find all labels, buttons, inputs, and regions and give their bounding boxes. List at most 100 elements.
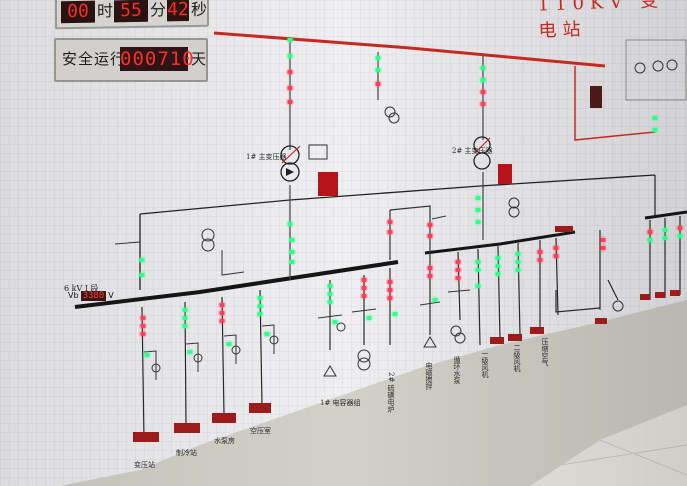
- bus-label: 6 kV I 段: [64, 284, 99, 293]
- indicator-glow: [426, 232, 434, 240]
- bus-voltage-unit: V: [108, 291, 114, 300]
- indicator-glow: [454, 266, 462, 274]
- indicator-glow: [139, 330, 147, 338]
- indicator-glow: [676, 224, 684, 232]
- red-indicator-lamp: [361, 294, 367, 298]
- transformer-1-label: 1# 主变压器: [246, 153, 287, 161]
- green-indicator-lamp: [662, 228, 668, 232]
- red-indicator-lamp: [361, 278, 367, 282]
- green-indicator-lamp: [480, 66, 486, 70]
- safe-operation-day-unit: 天: [191, 50, 207, 68]
- indicator-glow: [426, 264, 434, 272]
- indicator-glow: [426, 272, 434, 280]
- green-indicator-lamp: [226, 342, 232, 346]
- transformer-2-label: 2# 主变压器: [452, 147, 493, 155]
- green-indicator-lamp: [515, 252, 521, 256]
- indicator-glow: [474, 282, 482, 290]
- green-indicator-lamp: [264, 332, 270, 336]
- indicator-glow: [288, 248, 296, 256]
- 6kv-bus-1: [74, 260, 399, 309]
- indicator-glow: [661, 234, 669, 242]
- feeder-label-3: 水泵房: [214, 437, 235, 445]
- indicator-glow: [181, 314, 189, 322]
- red-indicator-lamp: [677, 226, 683, 230]
- green-indicator-lamp: [475, 260, 481, 264]
- red-indicator-lamp: [427, 223, 433, 227]
- indicator-glow: [256, 302, 264, 310]
- indicator-glow: [552, 244, 560, 252]
- indicator-glow: [326, 290, 334, 298]
- red-indicator-lamp: [287, 70, 293, 74]
- green-indicator-lamp: [289, 238, 295, 242]
- indicator-glow: [552, 252, 560, 260]
- indicator-glow: [514, 266, 522, 274]
- red-indicator-lamp: [387, 280, 393, 284]
- indicator-glow: [288, 236, 296, 244]
- indicator-glow: [661, 226, 669, 234]
- indicator-glow: [386, 228, 394, 236]
- safe-operation-counter: 安全运行 000710 天: [54, 38, 208, 82]
- indicator-glow: [286, 220, 294, 228]
- red-indicator-lamp: [427, 234, 433, 238]
- green-indicator-lamp: [144, 353, 150, 357]
- indicator-glow: [494, 270, 502, 278]
- indicator-glow: [479, 100, 487, 108]
- feeder-label-1: 变压站: [134, 461, 155, 469]
- red-indicator-lamp: [427, 274, 433, 278]
- indicator-glow: [386, 218, 394, 226]
- green-indicator-lamp: [475, 284, 481, 288]
- indicator-glow: [391, 310, 399, 318]
- indicator-glow: [263, 330, 271, 338]
- feeder-label-5: 1# 电容器组: [320, 399, 361, 407]
- red-indicator-lamp: [387, 220, 393, 224]
- indicator-glow: [646, 236, 654, 244]
- red-indicator-lamp: [219, 311, 225, 315]
- green-indicator-lamp: [182, 324, 188, 328]
- green-indicator-lamp: [327, 284, 333, 288]
- red-indicator-lamp: [427, 266, 433, 270]
- green-indicator-lamp: [677, 234, 683, 238]
- green-indicator-lamp: [495, 256, 501, 260]
- green-indicator-lamp: [480, 78, 486, 82]
- indicator-glow: [360, 276, 368, 284]
- green-indicator-lamp: [662, 236, 668, 240]
- indicator-glow: [225, 340, 233, 348]
- clock-second-unit: 秒: [191, 0, 208, 19]
- indicator-glow: [474, 218, 482, 226]
- clock-seconds: 42: [167, 0, 189, 22]
- red-indicator-lamp: [455, 260, 461, 264]
- indicator-glow: [286, 98, 294, 106]
- indicator-glow: [374, 66, 382, 74]
- indicator-glow: [331, 318, 339, 326]
- feeder-meters: [133, 226, 680, 442]
- red-indicator-lamp: [375, 82, 381, 86]
- green-indicator-lamp: [287, 222, 293, 226]
- green-indicator-lamp: [139, 258, 145, 262]
- indicator-glow: [139, 314, 147, 322]
- green-indicator-lamp: [495, 272, 501, 276]
- red-indicator-lamp: [140, 316, 146, 320]
- red-indicator-lamp: [140, 332, 146, 336]
- indicator-glow: [256, 310, 264, 318]
- indicator-glow: [365, 314, 373, 322]
- indicator-glow: [676, 232, 684, 240]
- red-indicator-lamp: [480, 90, 486, 94]
- red-indicator-lamp: [219, 303, 225, 307]
- indicator-glow: [288, 258, 296, 266]
- indicator-glow: [479, 88, 487, 96]
- green-indicator-lamp: [327, 300, 333, 304]
- indicator-glow: [479, 76, 487, 84]
- substation-title: 110KV 变电站: [537, 0, 665, 42]
- clock-hours: 00: [61, 0, 95, 24]
- green-indicator-lamp: [289, 260, 295, 264]
- indicator-glow: [360, 292, 368, 300]
- indicator-glow: [256, 294, 264, 302]
- red-indicator-lamp: [553, 246, 559, 250]
- green-indicator-lamp: [287, 38, 293, 42]
- green-indicator-lamp: [375, 68, 381, 72]
- red-indicator-lamp: [600, 246, 606, 250]
- green-indicator-lamp: [327, 292, 333, 296]
